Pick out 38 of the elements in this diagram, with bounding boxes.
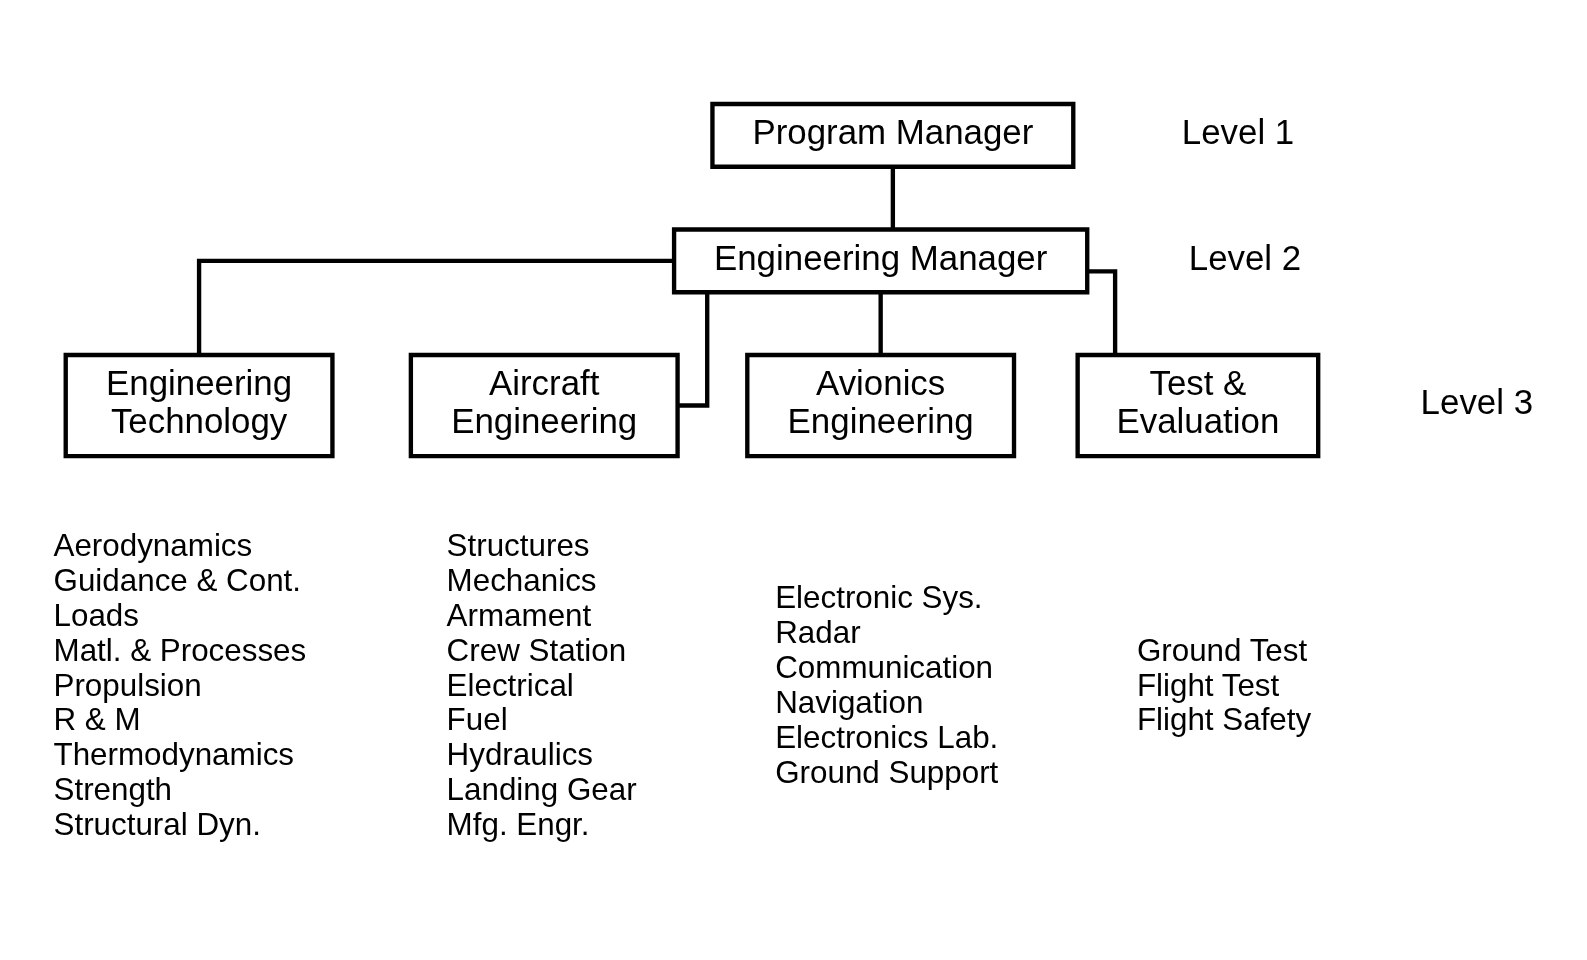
node-label: Strength xyxy=(53,771,173,807)
connector xyxy=(678,291,710,408)
node-label: Radar xyxy=(775,614,861,650)
connector xyxy=(196,258,674,355)
node-label: Thermodynamics xyxy=(53,736,295,772)
node-label: Electronics Lab. xyxy=(775,719,999,755)
node-label: Propulsion xyxy=(53,667,202,703)
node-box: Program Manager xyxy=(710,101,1076,169)
node-label: Crew Station xyxy=(446,632,627,668)
node-label: Navigation xyxy=(775,684,924,720)
connector xyxy=(890,166,896,229)
label: Level 3 xyxy=(1420,381,1534,421)
node-label: Fuel xyxy=(446,701,508,737)
node-box: Engineering Technology xyxy=(63,352,335,458)
label: Level 2 xyxy=(1188,237,1302,277)
node-box: Aircraft Engineering xyxy=(408,352,680,458)
node-label: Ground Support xyxy=(775,754,999,790)
node-box: Engineering Manager xyxy=(671,226,1090,294)
node-label: Mfg. Engr. xyxy=(446,806,590,842)
node-label: Electronic Sys. xyxy=(775,579,983,615)
connector xyxy=(878,291,883,355)
node-label: Electrical xyxy=(446,667,574,703)
node-label: Structures xyxy=(446,527,590,563)
node-label: Landing Gear xyxy=(446,771,637,807)
node-label: Aerodynamics xyxy=(53,527,253,563)
node-label: Armament xyxy=(446,597,592,633)
node-label: Communication xyxy=(775,649,994,685)
node-label: Mechanics xyxy=(446,562,597,598)
node-label: Hydraulics xyxy=(446,736,593,772)
node-box: Avionics Engineering xyxy=(745,352,1017,458)
node-label: Structural Dyn. xyxy=(53,806,261,842)
node-label: Matl. & Processes xyxy=(53,632,307,668)
node-label: Guidance & Cont. xyxy=(53,562,302,598)
node-box: Test & Evaluation xyxy=(1075,352,1321,458)
node-label: Flight Test xyxy=(1136,667,1280,703)
label: Level 1 xyxy=(1181,111,1295,151)
node-label: Ground Test xyxy=(1136,632,1308,668)
node-label: Loads xyxy=(53,597,139,633)
